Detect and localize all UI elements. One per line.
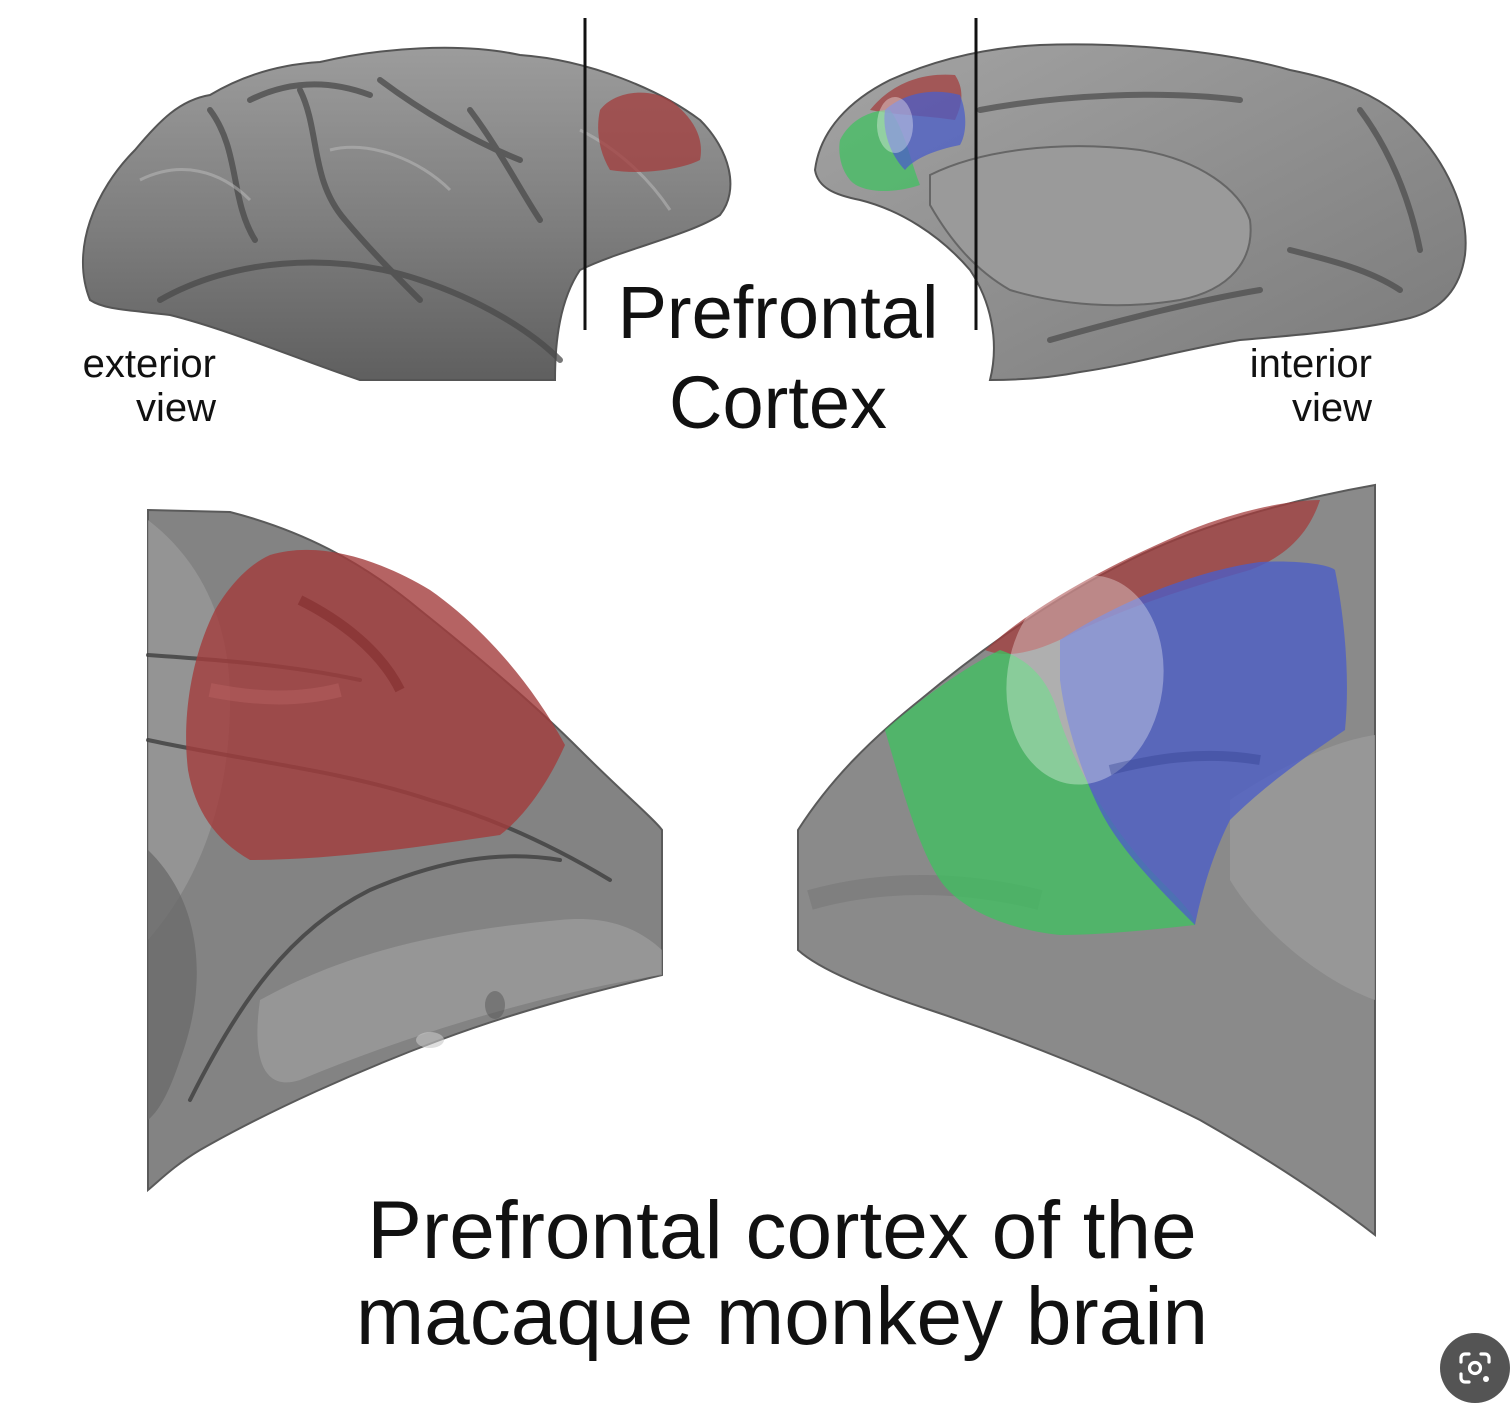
- zoomed-exterior-red-region: [186, 549, 565, 860]
- exterior-view-label: exterior view: [66, 342, 216, 430]
- interior-brain-view: [813, 18, 1467, 382]
- caption-line1: Prefrontal cortex of the: [367, 1185, 1197, 1276]
- title-line1: Prefrontal: [617, 271, 939, 354]
- exterior-red-region: [598, 92, 701, 172]
- zoomed-interior-blue-region: [1060, 561, 1347, 925]
- title-line2: Cortex: [669, 361, 887, 444]
- zoomed-interior-red-region: [985, 500, 1320, 655]
- prefrontal-cortex-title: Prefrontal Cortex: [568, 268, 988, 448]
- interior-view-label: interior view: [1222, 342, 1372, 430]
- interior-sulcus-3: [1287, 247, 1403, 293]
- zoomed-overlap-highlight: [1006, 575, 1164, 785]
- visual-search-button[interactable]: [1440, 1333, 1510, 1403]
- zoomed-sulcus-lower: [188, 854, 562, 1102]
- sulcus-1: [207, 107, 258, 243]
- sulcus-5: [157, 259, 563, 363]
- sulcus-4: [467, 107, 543, 223]
- sulcus-2: [297, 87, 423, 303]
- interior-sulcus-2: [1357, 107, 1423, 253]
- interior-label-line1: interior: [1249, 342, 1372, 386]
- sulcus-6: [247, 81, 373, 103]
- interior-label-line2: view: [1291, 386, 1372, 430]
- figure-caption: Prefrontal cortex of the macaque monkey …: [232, 1188, 1332, 1360]
- interior-medial-surface: [929, 145, 1252, 307]
- zoomed-interior-green-region: [885, 650, 1195, 935]
- zoomed-interior-view: [797, 483, 1376, 1238]
- sulcus-3: [377, 77, 523, 163]
- interior-sulcus-4: [1047, 287, 1263, 343]
- caption-line2: macaque monkey brain: [355, 1271, 1209, 1362]
- interior-sulcus-1: [977, 91, 1243, 113]
- visual-search-lens-icon: [1459, 1352, 1491, 1384]
- exterior-brain-view: [82, 18, 732, 381]
- exterior-label-line1: exterior: [82, 342, 216, 386]
- exterior-brain-surface: [82, 46, 732, 381]
- zoomed-exterior-view: [146, 508, 663, 1193]
- interior-blue-region: [884, 91, 966, 170]
- exterior-label-line2: view: [135, 386, 216, 430]
